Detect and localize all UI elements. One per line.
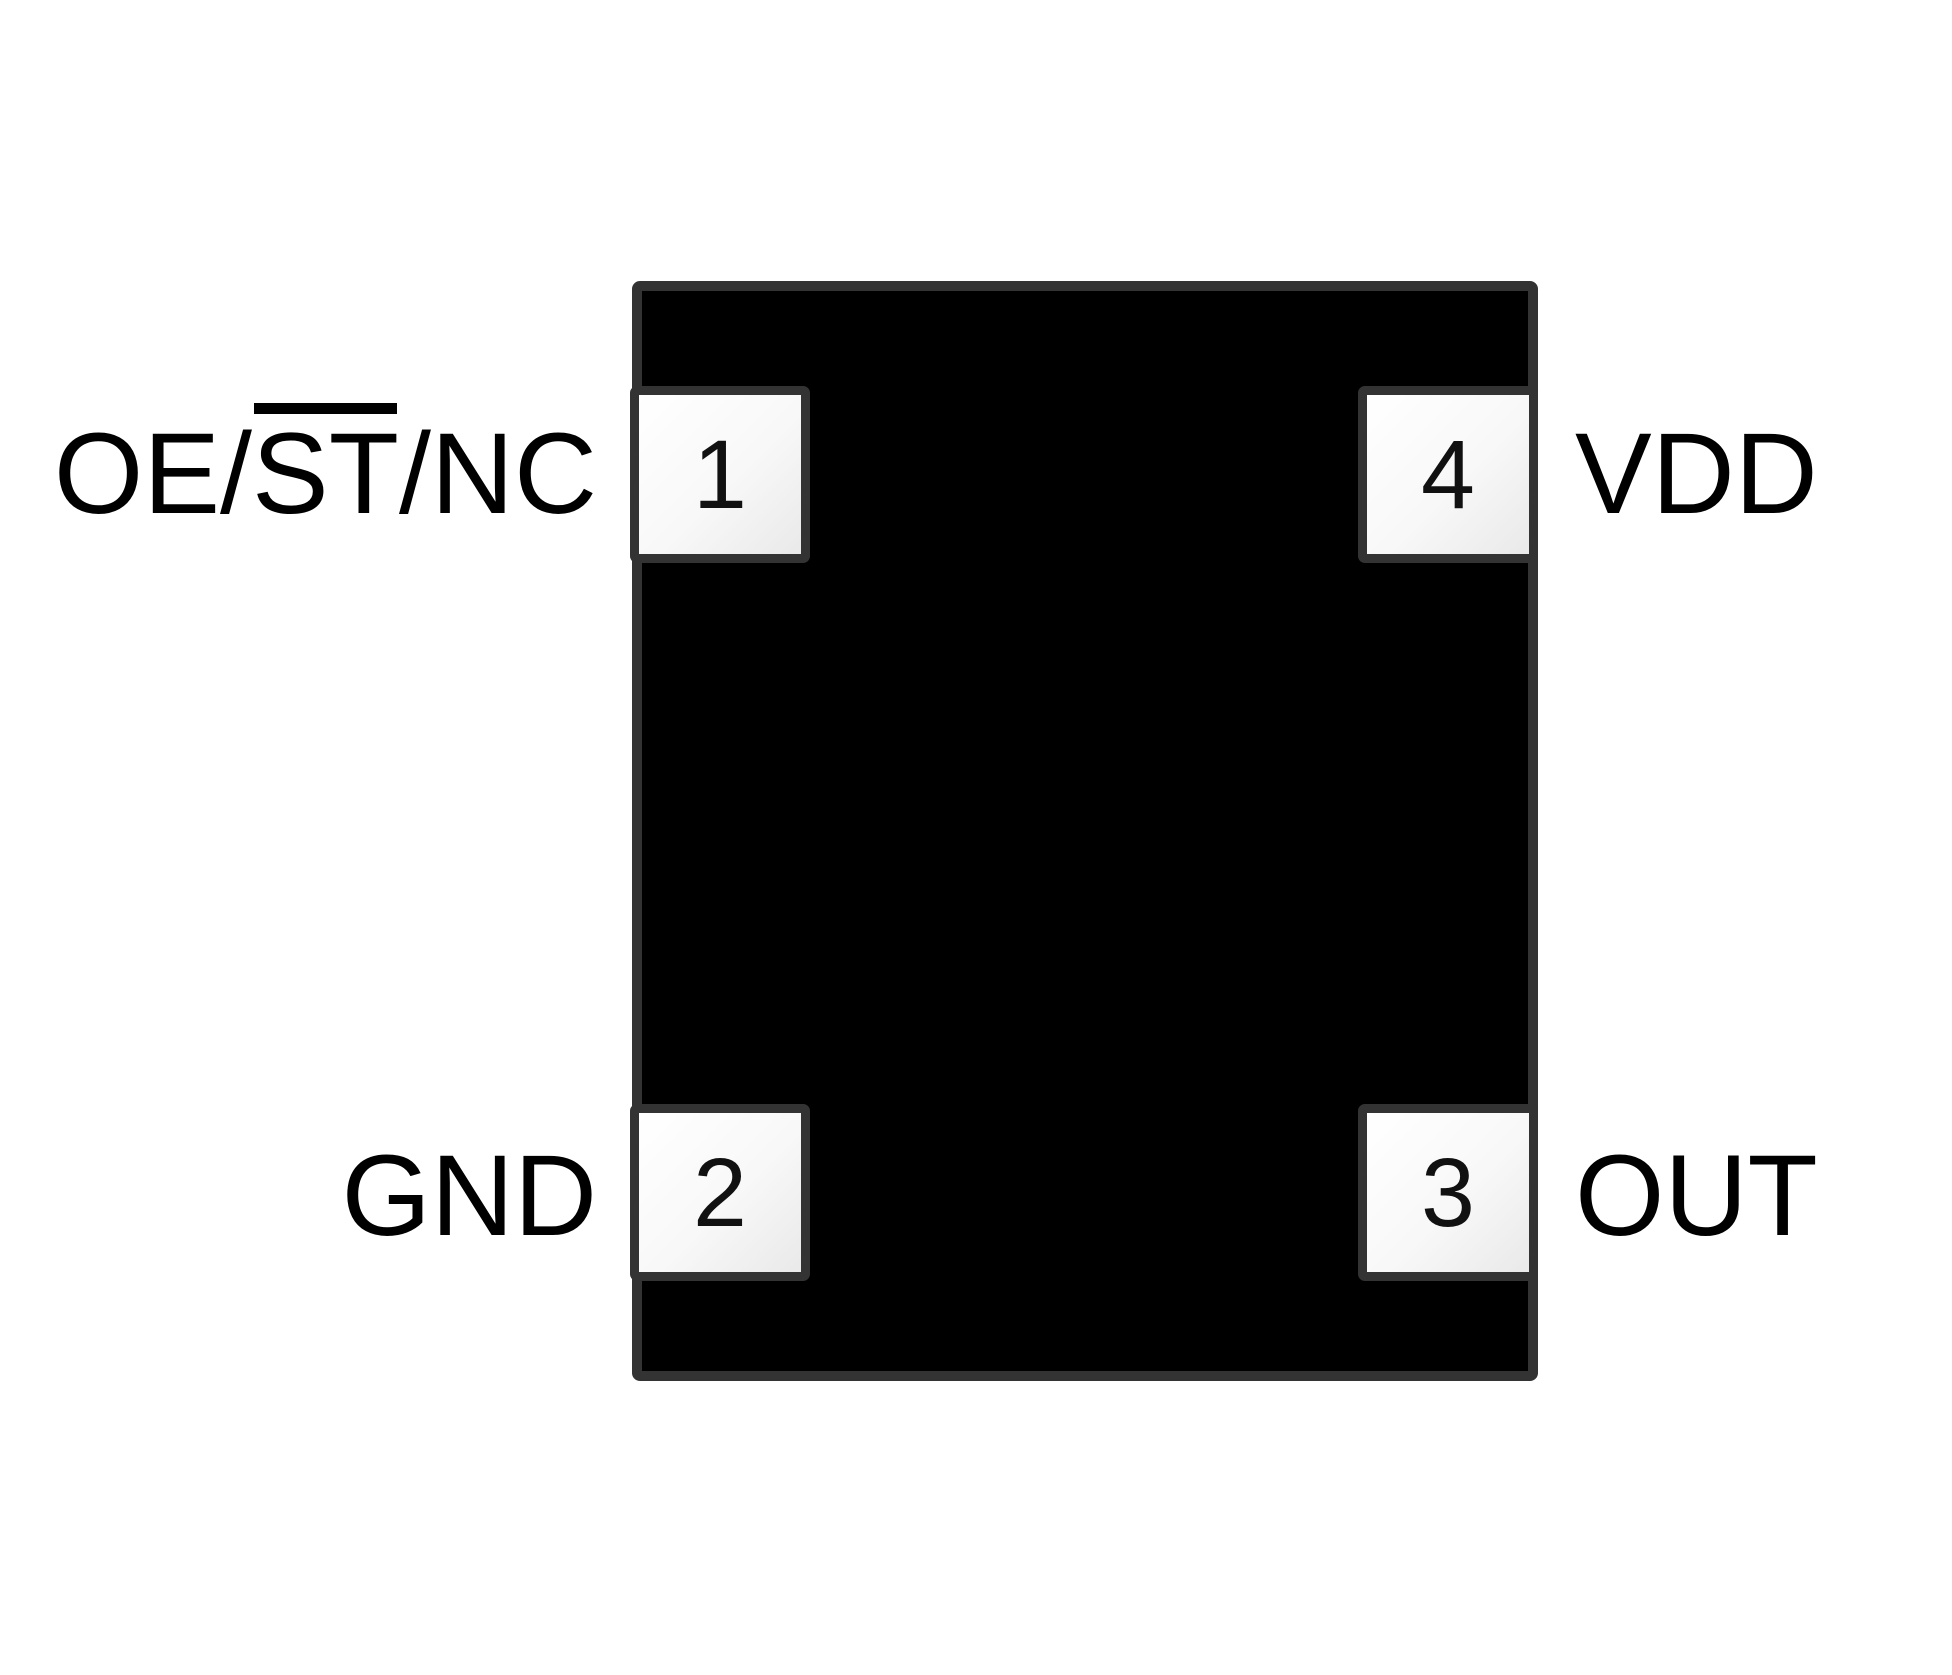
pin-pad-1: 1 xyxy=(630,386,810,563)
pin-pad-2: 2 xyxy=(630,1104,810,1281)
pin-number-3: 3 xyxy=(1421,1138,1475,1247)
label-segment-pre: OE/ xyxy=(53,410,252,538)
pin-pad-4: 4 xyxy=(1358,386,1538,563)
pin-label-oe-st-nc: OE/ST/NC xyxy=(54,403,597,532)
pin-pad-3: 3 xyxy=(1358,1104,1538,1281)
pin-label-vdd: VDD xyxy=(1575,410,1818,538)
pin-number-4: 4 xyxy=(1421,420,1475,529)
pin-label-gnd: GND xyxy=(341,1132,597,1260)
label-segment-post: /NC xyxy=(398,410,597,538)
label-segment-overlined: ST xyxy=(252,403,399,532)
pin-label-out: OUT xyxy=(1575,1132,1818,1260)
pin-number-1: 1 xyxy=(693,420,747,529)
overlined-text: ST xyxy=(251,410,399,538)
pin-number-2: 2 xyxy=(693,1138,747,1247)
overline-bar xyxy=(253,403,397,414)
